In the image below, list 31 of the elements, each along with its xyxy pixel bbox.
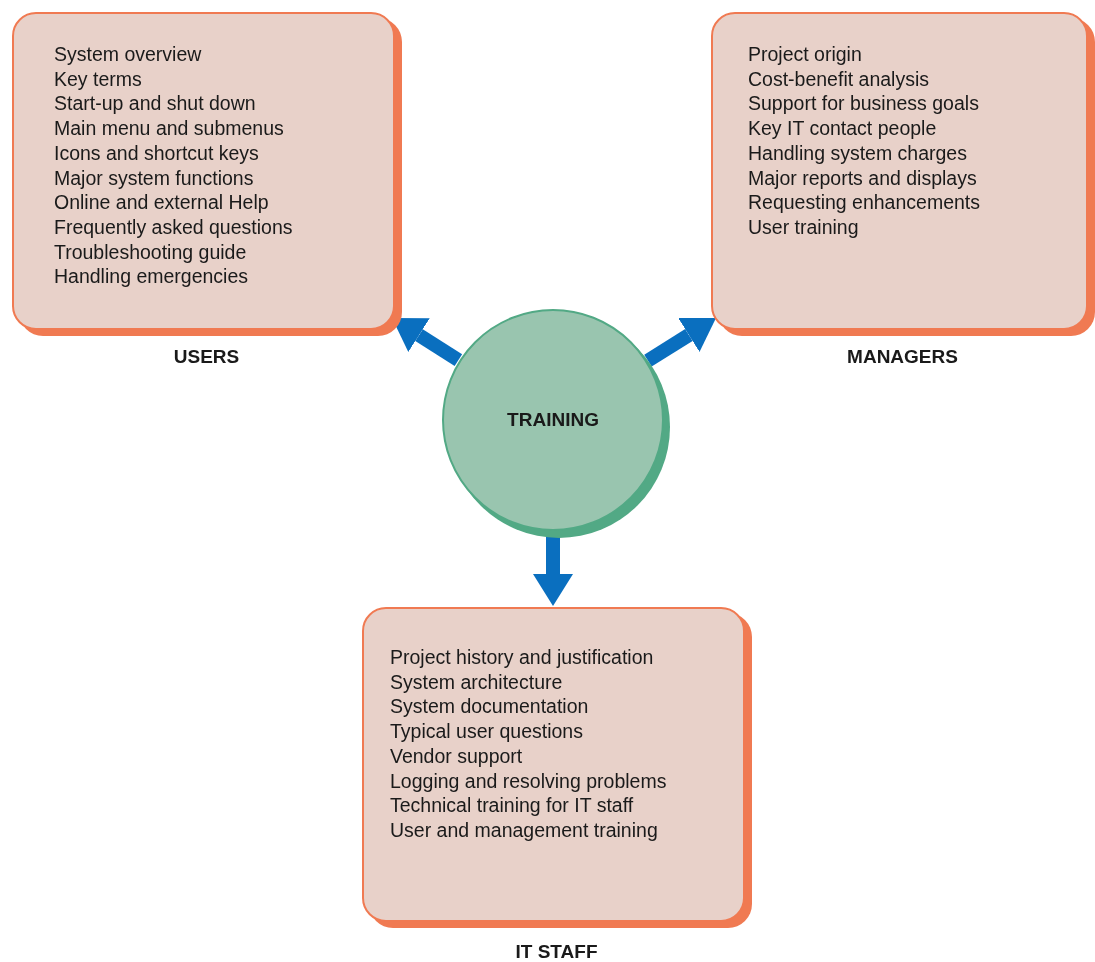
list-item: Online and external Help	[54, 190, 270, 215]
list-item: Support for business goals	[748, 91, 980, 117]
heading: USERS	[173, 346, 240, 368]
list-item: System documentation	[390, 694, 590, 720]
list-item: User training	[748, 214, 860, 240]
list-item: Frequently asked questions	[54, 214, 294, 240]
heading: MANAGERS	[847, 346, 958, 368]
list-item: Handling emergencies	[54, 264, 250, 290]
list-item: Key IT contact people	[748, 116, 938, 141]
list-item: System overview	[54, 42, 203, 67]
list-item: Typical user questions	[390, 719, 584, 744]
list-item: Troubleshooting guide	[54, 239, 248, 265]
list-item: Major reports and displays	[748, 165, 978, 191]
list-item: System architecture	[390, 669, 564, 695]
list-item: Cost-benefit analysis	[748, 66, 930, 92]
list-item: Key terms	[54, 66, 143, 92]
list-item: Project history and justification	[390, 645, 655, 670]
list-item: Icons and shortcut keys	[54, 140, 260, 166]
list-item: Logging and resolving problems	[390, 768, 668, 794]
list-item: Handling system charges	[748, 140, 968, 166]
heading: IT STAFF	[515, 941, 598, 962]
list-item: Vendor support	[390, 743, 524, 769]
list-item: Requesting enhancements	[748, 190, 981, 215]
list-item: Main menu and submenus	[54, 116, 285, 141]
list-item: Project origin	[748, 42, 863, 67]
arrow	[644, 318, 716, 367]
circle-label: TRAINING	[507, 409, 599, 431]
list-item: Major system functions	[54, 165, 255, 191]
list-item: Start-up and shut down	[54, 91, 257, 117]
list-item: Technical training for IT staff	[390, 793, 635, 818]
list-item: User and management training	[390, 817, 659, 843]
